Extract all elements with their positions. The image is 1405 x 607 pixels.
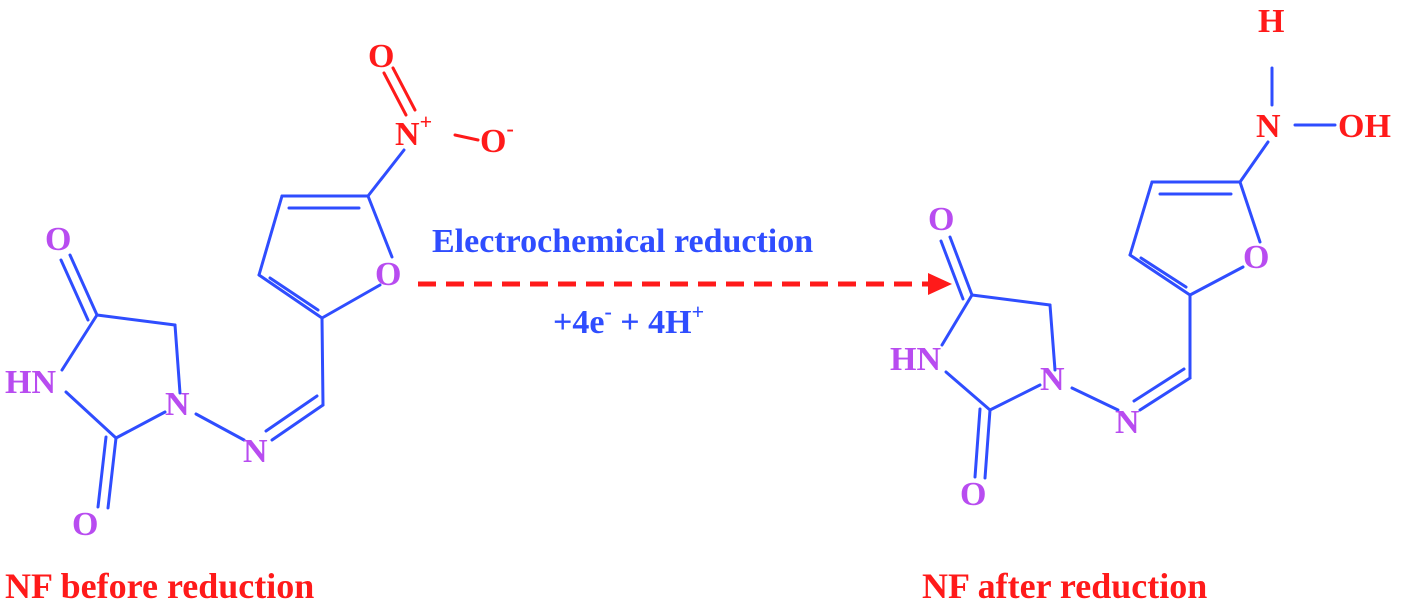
reactant-structure: O HN N N O O O N+ O- xyxy=(5,38,514,543)
product-furan-oxygen: O xyxy=(1243,239,1269,276)
product-amide-nh: HN xyxy=(890,341,941,378)
furan-oxygen: O xyxy=(375,256,401,293)
nitro-nitrogen: N+ xyxy=(395,109,432,153)
reaction-arrow xyxy=(418,273,952,295)
product-structure: O HN N N O O H N OH xyxy=(890,3,1391,513)
reaction-electrons-protons: +4e- + 4H+ xyxy=(553,299,704,341)
carbonyl-oxygen-bottom: O xyxy=(72,506,98,543)
product-ring-nitrogen: N xyxy=(1040,361,1065,398)
reaction-conditions-label: Electrochemical reduction xyxy=(432,223,813,260)
product-caption: NF after reduction xyxy=(922,566,1207,606)
carbonyl-oxygen-top: O xyxy=(45,221,71,258)
product-carbonyl-oxygen-top: O xyxy=(928,201,954,238)
hydroxyl-group: OH xyxy=(1338,108,1391,145)
reactant-caption: NF before reduction xyxy=(5,566,314,606)
nitro-oxygen-right: O- xyxy=(480,116,514,160)
product-carbonyl-oxygen-bottom: O xyxy=(960,476,986,513)
hydroxylamine-hydrogen: H xyxy=(1258,3,1284,40)
nitro-oxygen-top: O xyxy=(368,38,394,75)
ring-nitrogen: N xyxy=(165,386,190,423)
hydroxylamine-nitrogen: N xyxy=(1256,108,1281,145)
product-imine-nitrogen: N xyxy=(1115,404,1140,441)
imine-nitrogen: N xyxy=(243,433,268,470)
amide-nh: HN xyxy=(5,364,56,401)
